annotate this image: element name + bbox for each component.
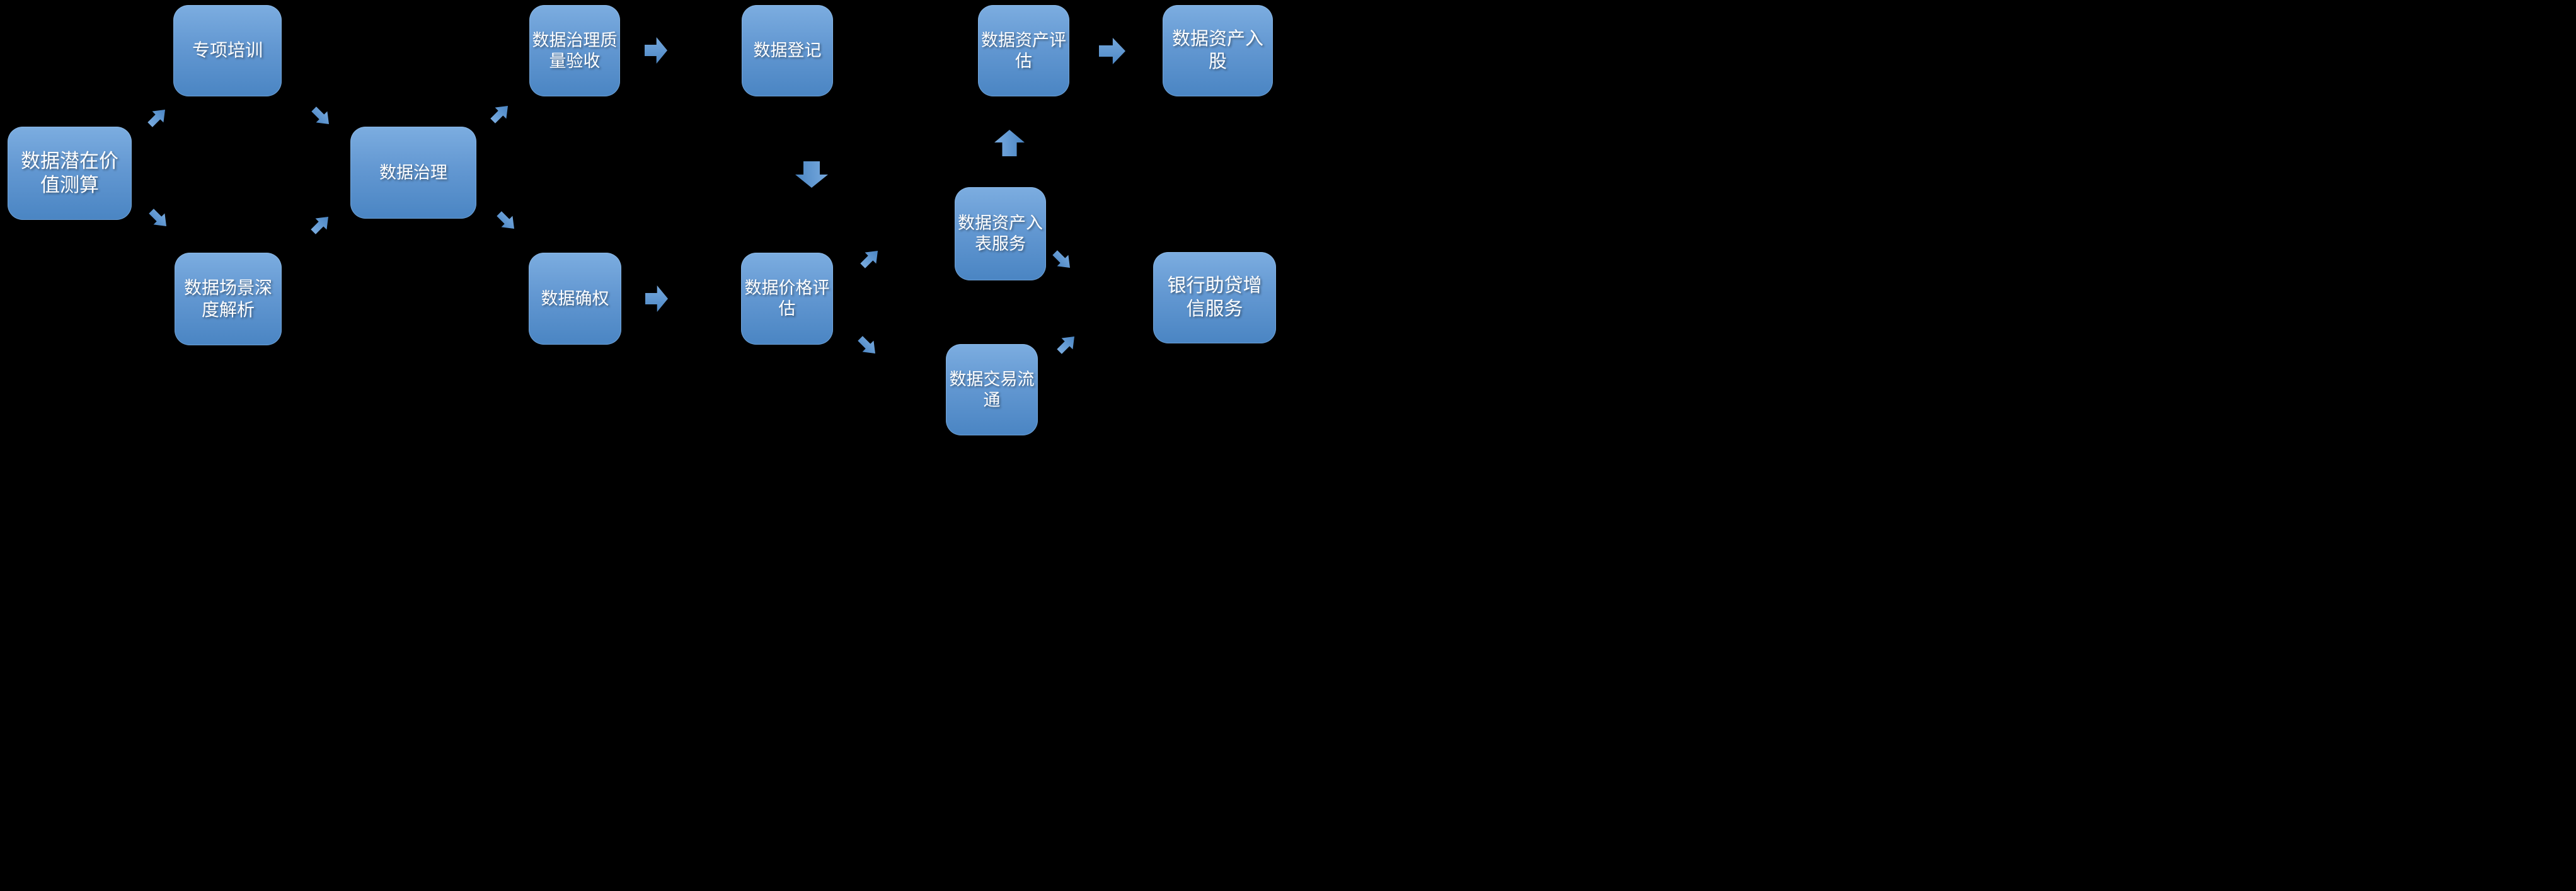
arrow-registration-to-price-icon [795, 161, 828, 188]
node-asset-evaluation: 数据资产评 估 [978, 5, 1069, 96]
arrow-price-to-balancesheet-icon [856, 244, 884, 272]
node-data-registration: 数据登记 [742, 5, 833, 96]
arrow-rights-to-price-icon [645, 285, 668, 312]
node-potential-value-label: 数据潜在价 值测算 [21, 150, 118, 196]
arrow-quality-to-registration-icon [645, 37, 667, 64]
flowchart-canvas: 数据潜在价 值测算 专项培训 数据场景深 度解析 数据治理 数据治理质 量验收 … [0, 0, 1288, 446]
node-potential-value: 数据潜在价 值测算 [8, 127, 132, 220]
node-data-governance-label: 数据治理 [379, 163, 447, 182]
node-quality-acceptance: 数据治理质 量验收 [529, 5, 620, 96]
node-balance-sheet-service: 数据资产入 表服务 [955, 187, 1046, 280]
node-price-evaluation: 数据价格评 估 [741, 253, 833, 345]
node-data-governance: 数据治理 [350, 127, 476, 219]
node-scenario-analysis: 数据场景深 度解析 [175, 253, 282, 345]
node-asset-evaluation-label: 数据资产评 估 [981, 30, 1066, 71]
node-trading-circulation: 数据交易流 通 [946, 344, 1038, 435]
node-data-registration-label: 数据登记 [753, 41, 822, 60]
node-special-training: 专项培训 [173, 5, 282, 96]
node-balance-sheet-service-label: 数据资产入 表服务 [958, 214, 1043, 253]
node-asset-equity: 数据资产入 股 [1163, 5, 1273, 96]
arrow-price-to-trading-icon [853, 331, 882, 360]
arrow-scenario-to-governance-icon [306, 210, 335, 238]
node-special-training-label: 专项培训 [192, 40, 263, 60]
node-quality-acceptance-label: 数据治理质 量验收 [532, 30, 618, 71]
arrow-balancesheet-to-bank-icon [1048, 246, 1076, 274]
node-bank-credit-service-label: 银行助贷增 信服务 [1167, 275, 1262, 319]
arrow-trading-to-bank-icon [1052, 330, 1081, 358]
arrow-training-to-governance-icon [307, 102, 335, 130]
node-bank-credit-service: 银行助贷增 信服务 [1153, 252, 1276, 343]
node-price-evaluation-label: 数据价格评 估 [744, 279, 830, 318]
arrow-asseteval-to-equity-icon [1099, 38, 1125, 64]
node-rights-confirmation-label: 数据确权 [541, 289, 609, 308]
arrow-governance-to-quality-icon [486, 99, 514, 127]
node-scenario-analysis-label: 数据场景深 度解析 [183, 278, 272, 319]
node-rights-confirmation: 数据确权 [529, 253, 621, 345]
arrow-balancesheet-to-asseteval-icon [994, 130, 1025, 156]
arrow-governance-to-rights-icon [492, 207, 520, 235]
node-trading-circulation-label: 数据交易流 通 [949, 369, 1035, 410]
arrow-potential-to-scenario-icon [144, 204, 173, 233]
node-asset-equity-label: 数据资产入 股 [1171, 29, 1263, 72]
arrow-potential-to-training-icon [143, 103, 171, 131]
